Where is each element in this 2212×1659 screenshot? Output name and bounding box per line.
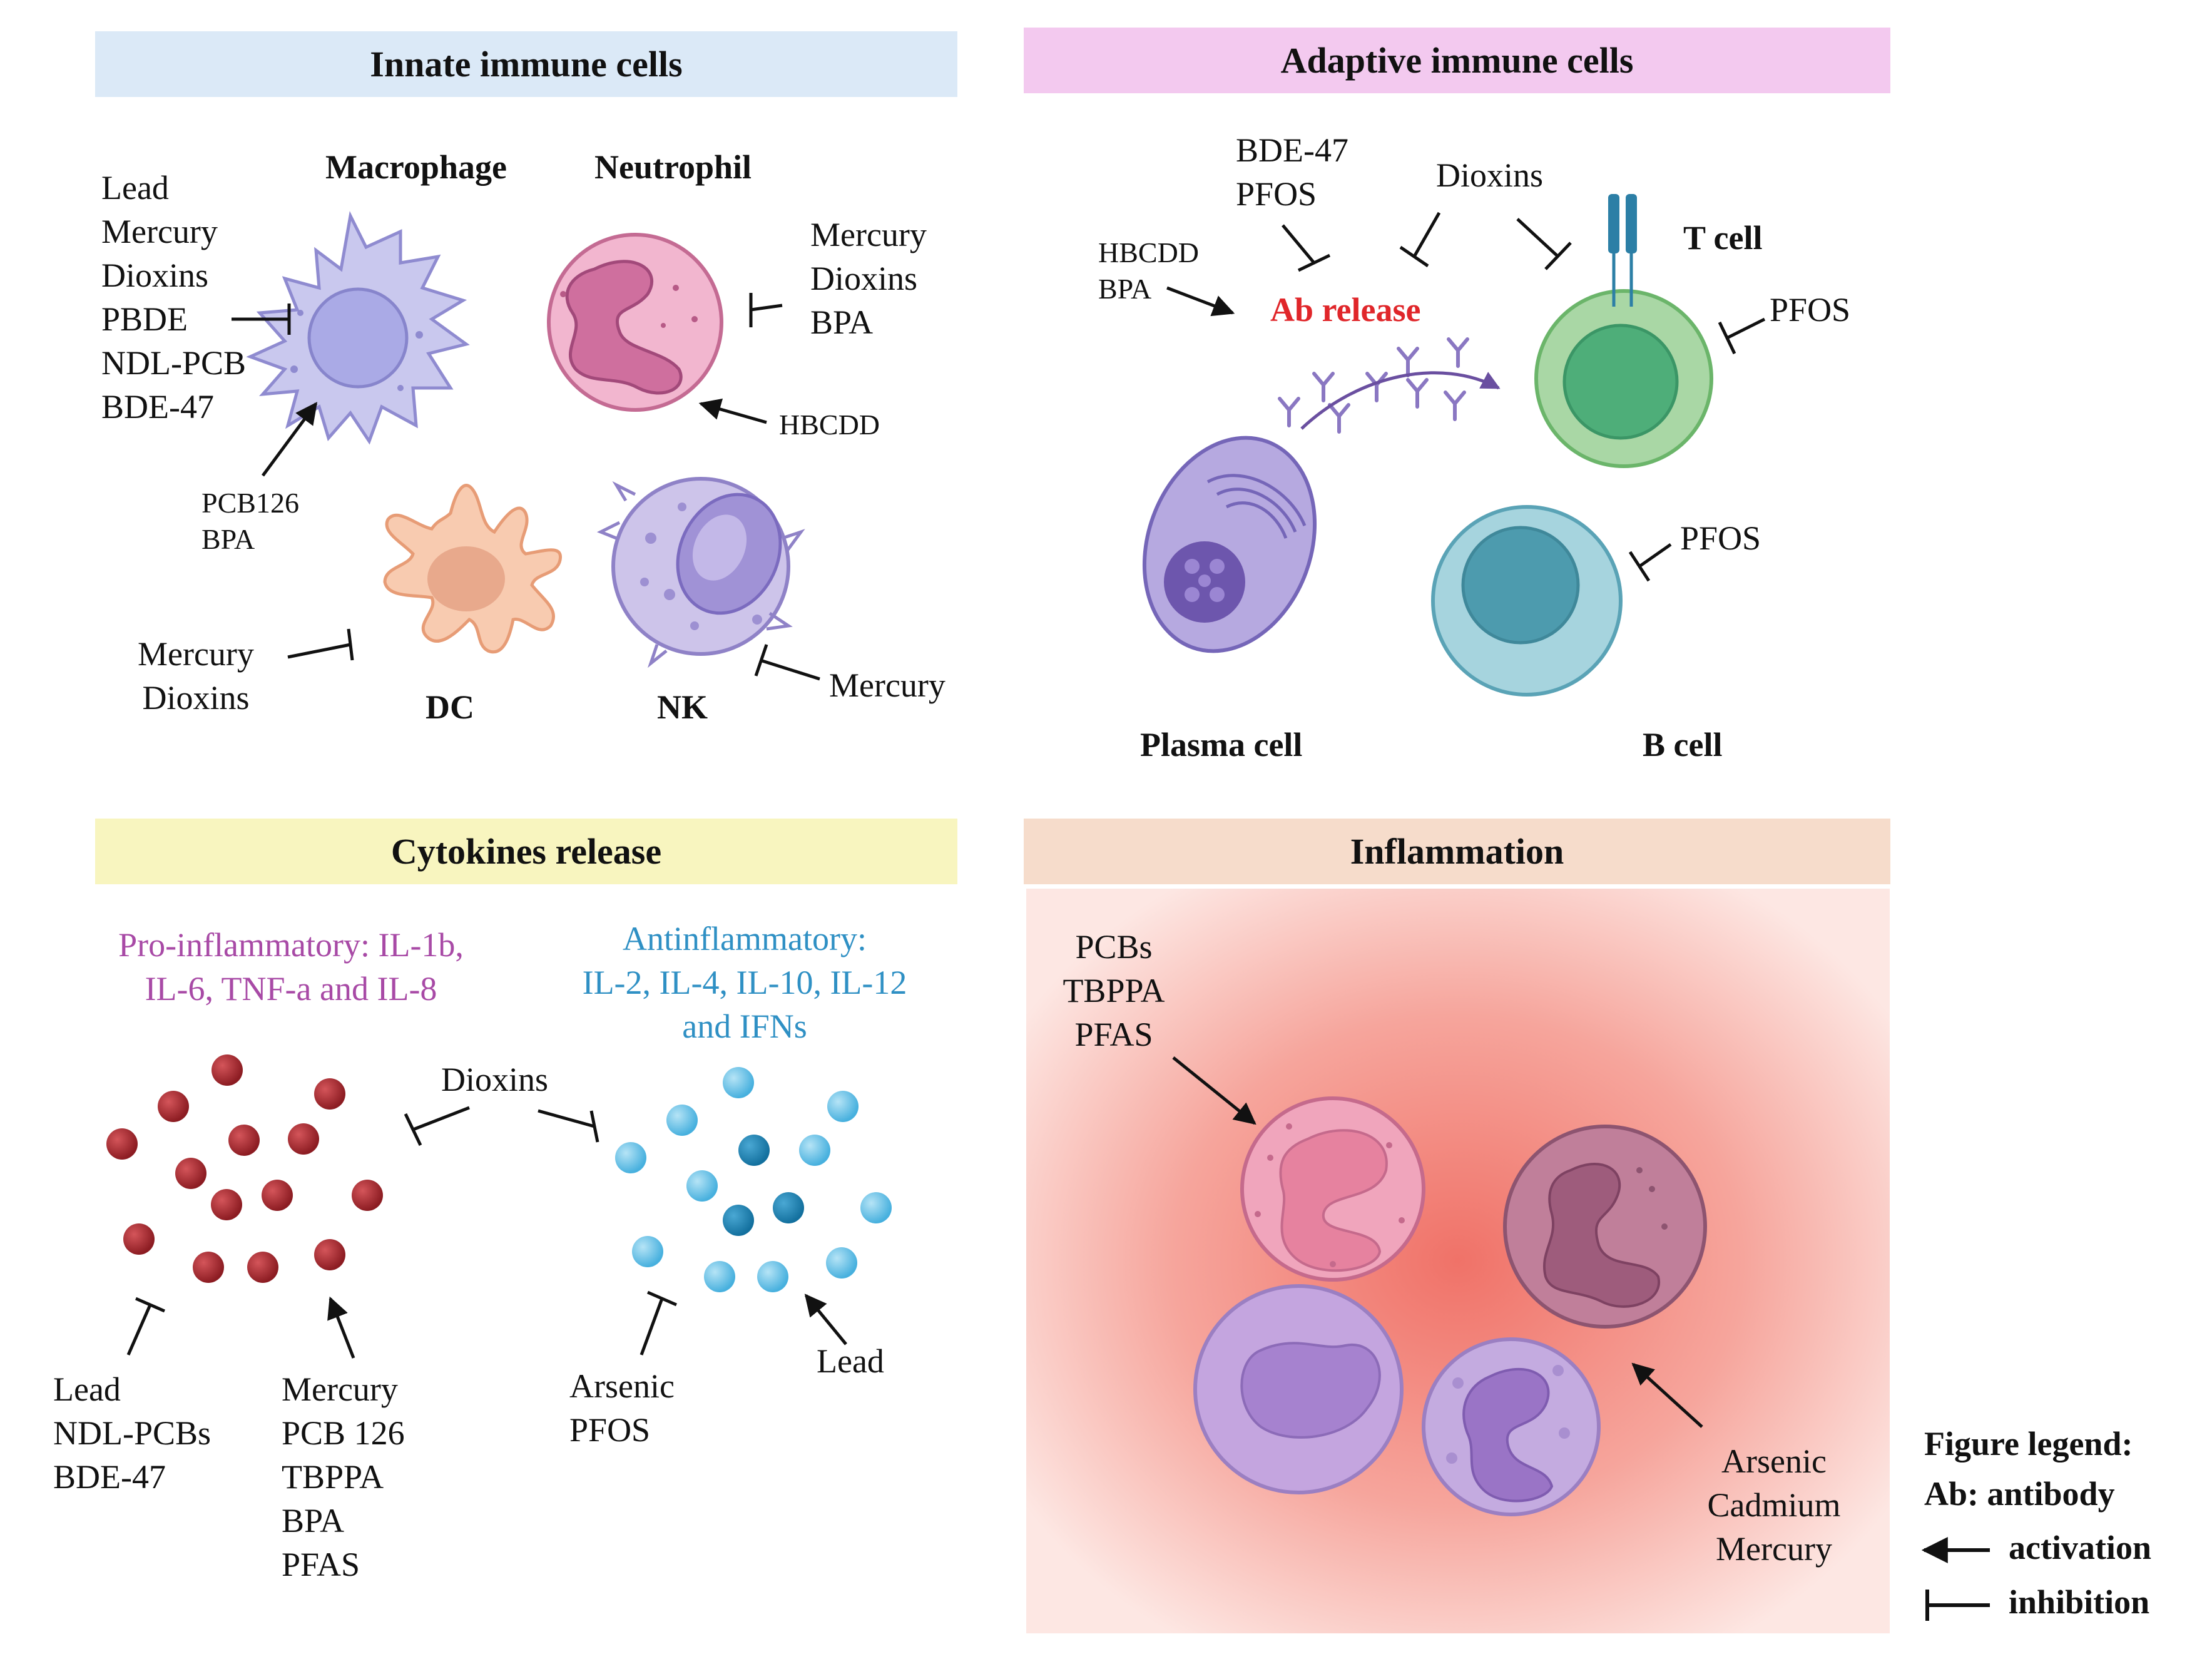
legend-ab: Ab: antibody (1924, 1475, 2115, 1513)
inflammation-band (1024, 819, 1890, 884)
neutrophil-label: Neutrophil (594, 148, 752, 186)
legend-activation: activation (2009, 1529, 2151, 1566)
pro-activators: Mercury PCB 126 TBPPA BPA PFAS (282, 1371, 405, 1583)
inflammation-connectors (1172, 1056, 1703, 1428)
inflammation-activators-bottom: Arsenic Cadmium Mercury (1707, 1442, 1841, 1568)
ab-release-arrow (1300, 371, 1501, 430)
ab-activators: HBCDD BPA (1098, 237, 1200, 305)
t-cell (1534, 194, 1713, 468)
innate-title: Innate immune cells (370, 44, 683, 84)
b-cell-inhibitor: PFOS (1680, 519, 1761, 557)
inflammation-cell-2 (1503, 1125, 1707, 1329)
anti-inflammatory-label: Antinflammatory: IL-2, IL-4, IL-10, IL-1… (582, 920, 907, 1045)
anti-inhibitors: Arsenic PFOS (569, 1367, 675, 1449)
inflammation-activators-top: PCBs TBPPA PFAS (1063, 928, 1165, 1053)
pro-inflammatory-label: Pro-inflammatory: IL-1b, IL-6, TNF-a and… (118, 926, 464, 1008)
anti-inflammatory-cytokines (615, 1067, 892, 1292)
adaptive-title: Adaptive immune cells (1280, 40, 1634, 81)
macrophage-inhibitors: Lead Mercury Dioxins PBDE NDL-PCB BDE-47 (101, 169, 247, 426)
antibodies (1278, 337, 1469, 434)
neutrophil-cell (547, 233, 723, 412)
b-cell-label: B cell (1643, 726, 1723, 763)
neutrophil-activator: HBCDD (779, 409, 880, 441)
inflammation-cell-1 (1240, 1096, 1425, 1282)
adaptive-connectors (1166, 212, 1766, 582)
innate-connectors (232, 293, 820, 681)
legend-title: Figure legend: (1924, 1425, 2133, 1462)
dc-inhibitors: Mercury Dioxins (138, 635, 254, 717)
t-cell-inhibitor: PFOS (1770, 291, 1851, 329)
macrophage-activators: PCB126 BPA (201, 487, 299, 555)
b-cell (1431, 505, 1623, 697)
legend-symbols (1921, 1537, 1990, 1621)
ab-release-label: Ab release (1270, 291, 1421, 329)
nk-inhibitor: Mercury (829, 666, 945, 704)
macrophage-label: Macrophage (325, 148, 507, 186)
ab-inhibitors: BDE-47 PFOS (1236, 131, 1348, 213)
pro-inflammatory-cytokines (106, 1054, 383, 1283)
inflammation-cell-3 (1193, 1284, 1404, 1494)
inflammation-title: Inflammation (1350, 831, 1564, 872)
legend-inhibition: inhibition (2009, 1583, 2150, 1621)
adaptive-band (1024, 28, 1890, 93)
cytokines-band (95, 819, 957, 884)
dioxins-cytokines: Dioxins (441, 1061, 549, 1098)
plasma-cell-label: Plasma cell (1140, 726, 1303, 763)
inflammation-glow (1026, 889, 1890, 1633)
innate-band (95, 31, 957, 97)
t-cell-label: T cell (1683, 219, 1763, 257)
nk-label: NK (657, 688, 708, 726)
cytokines-title: Cytokines release (390, 831, 662, 872)
nk-cell (596, 477, 805, 668)
cytokines-connectors (126, 1106, 847, 1359)
plasma-cell (1142, 436, 1317, 653)
dioxins-adaptive: Dioxins (1436, 156, 1544, 194)
macrophage-cell (246, 211, 470, 445)
neutrophil-inhibitors: Mercury Dioxins BPA (810, 216, 927, 341)
pro-inhibitors: Lead NDL-PCBs BDE-47 (53, 1371, 212, 1496)
dc-label: DC (426, 688, 474, 726)
dc-cell (383, 484, 562, 654)
anti-activator: Lead (817, 1342, 884, 1380)
inflammation-cell-4 (1422, 1337, 1601, 1516)
